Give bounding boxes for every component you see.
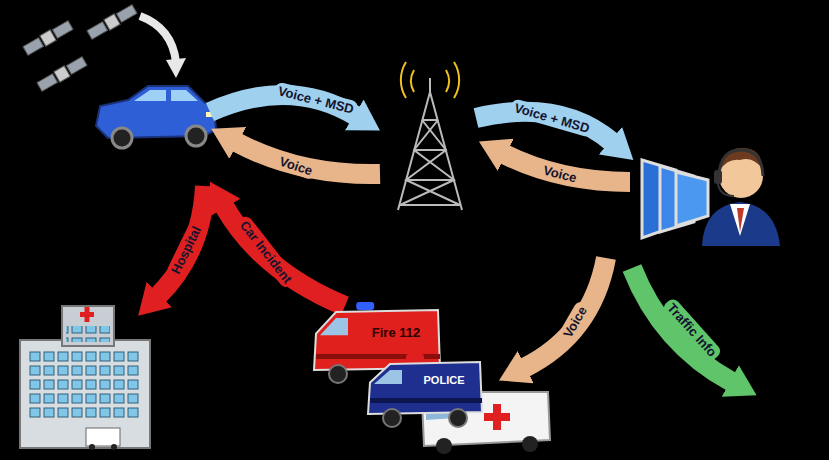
van-text: Fire 112 <box>372 325 420 340</box>
hospital <box>20 306 150 450</box>
van-shape <box>364 352 484 428</box>
satellite <box>22 4 137 92</box>
emergency-van: POLICE <box>364 352 484 428</box>
car <box>96 86 216 148</box>
gps-arrow <box>140 16 176 62</box>
arrow-label: Voice + MSD <box>272 81 359 118</box>
radio-tower <box>398 62 462 210</box>
van-text: POLICE <box>424 374 465 386</box>
gps-arrowhead <box>166 58 186 78</box>
flow-arrow <box>224 206 345 306</box>
arrow-label: Car Incident <box>234 214 299 290</box>
flow-arrow <box>632 268 732 382</box>
operator <box>642 148 780 246</box>
flow-arrow <box>524 258 606 368</box>
